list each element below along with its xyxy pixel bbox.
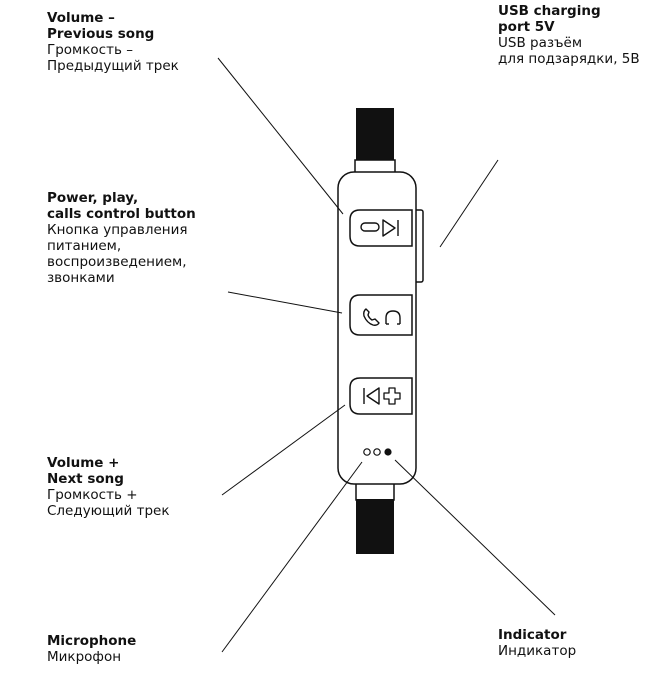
headphones-icon — [385, 310, 401, 325]
label-microphone: Microphone Микрофон — [47, 633, 136, 665]
leader-usb — [439, 159, 499, 248]
label-en-line: Indicator — [498, 627, 567, 643]
minus-icon — [360, 222, 380, 232]
label-volume-previous: Volume – Previous song Громкость – Преды… — [47, 10, 179, 74]
volume-minus-button — [349, 209, 413, 247]
label-en-line: calls control button — [47, 206, 196, 222]
indicator-led-icon — [384, 448, 392, 456]
label-en-line: port 5V — [498, 19, 555, 35]
label-ru-line: Громкость – — [47, 42, 133, 58]
leader-volume-next — [221, 404, 346, 496]
label-ru-line: для подзарядки, 5В — [498, 51, 640, 67]
label-en-line: Previous song — [47, 26, 155, 42]
label-ru-line: воспроизведением, — [47, 254, 187, 270]
label-en-line: Microphone — [47, 633, 137, 649]
label-en-line: USB charging — [498, 3, 601, 19]
volume-plus-button — [349, 377, 413, 415]
leader-power — [227, 291, 343, 314]
label-ru-line: питанием, — [47, 238, 122, 254]
label-usb-port: USB charging port 5V USB разъём для подз… — [498, 3, 640, 67]
leader-indicator — [394, 459, 556, 616]
label-power-button: Power, play, calls control button Кнопка… — [47, 190, 196, 286]
plus-icon — [383, 387, 401, 405]
label-ru-line: Следующий трек — [47, 503, 170, 519]
phone-icon — [363, 308, 380, 326]
label-ru-line: звонками — [47, 270, 115, 286]
label-en-line: Volume – — [47, 10, 115, 26]
label-ru-line: Индикатор — [498, 643, 577, 659]
microphone-hole-icon — [363, 448, 371, 456]
label-ru-line: Кнопка управления — [47, 222, 188, 238]
skip-next-icon — [382, 219, 399, 237]
skip-previous-icon — [363, 387, 380, 405]
label-ru-line: USB разъём — [498, 35, 583, 51]
label-en-line: Power, play, — [47, 190, 139, 206]
microphone-hole-icon — [373, 448, 381, 456]
leader-volume-prev — [217, 57, 344, 215]
label-indicator: Indicator Индикатор — [498, 627, 576, 659]
label-en-line: Volume + — [47, 455, 120, 471]
power-play-call-button — [349, 294, 413, 336]
label-ru-line: Громкость + — [47, 487, 138, 503]
label-ru-line: Предыдущий трек — [47, 58, 179, 74]
label-volume-next: Volume + Next song Громкость + Следующий… — [47, 455, 170, 519]
cable-bottom — [356, 499, 394, 554]
label-en-line: Next song — [47, 471, 124, 487]
leader-microphone — [221, 461, 363, 653]
label-ru-line: Микрофон — [47, 649, 122, 665]
